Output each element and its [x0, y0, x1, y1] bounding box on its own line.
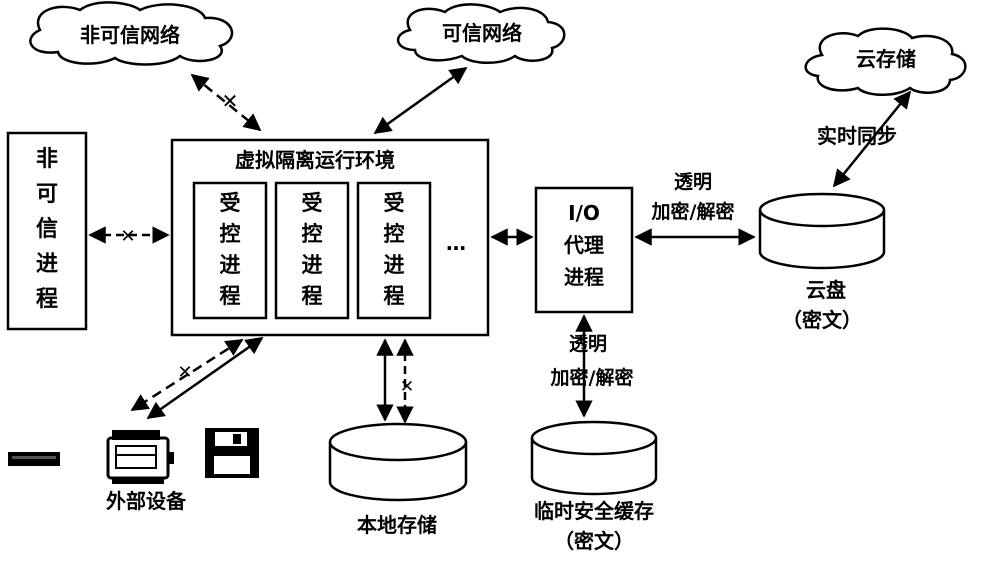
cp3-char-0: 受 [384, 191, 405, 215]
untrusted-process-char-0: 非 [36, 147, 58, 172]
cp3-char-2: 进 [384, 253, 405, 277]
cloud-disk-cylinder [758, 192, 886, 270]
cp1-char-0: 受 [220, 191, 241, 215]
cloud-storage-label: 云存储 [856, 47, 916, 71]
arrow-cloud-disk-storage [832, 90, 912, 188]
external-devices-label: 外部设备 [106, 489, 187, 513]
printer-icon [106, 430, 174, 484]
io-proxy-line3: 进程 [564, 265, 604, 289]
temp-cache-cylinder [530, 420, 658, 496]
block-mark-icon: ✕ [222, 89, 239, 113]
controlled-process-1: 受 控 进 程 [192, 181, 268, 320]
io-proxy-process-box: I/O 代理 进程 [534, 186, 634, 314]
usb-drive-icon [8, 452, 60, 466]
arrow-env-external-blocked: ✕ [130, 338, 244, 412]
cp1-char-3: 程 [220, 284, 241, 308]
more-processes-ellipsis: … [446, 231, 466, 255]
encrypt-decrypt-label-bottom: 加密/解密 [550, 366, 634, 389]
arrow-env-local-storage-blocked: ✕ [396, 338, 414, 424]
arrow-untrusted-network-blocked: ✕ [190, 73, 262, 132]
untrusted-process-char-4: 程 [36, 287, 58, 312]
cp3-char-3: 程 [384, 284, 405, 308]
untrusted-process-char-2: 信 [36, 216, 58, 242]
untrusted-process-char-1: 可 [36, 182, 58, 207]
transparent-label-bottom: 透明 [569, 333, 607, 355]
untrusted-process-box: 非 可 信 进 程 [6, 131, 88, 331]
io-proxy-line1: I/O [568, 201, 600, 225]
cloud-untrusted-network: 非可信网络 [29, 1, 234, 66]
local-storage-label: 本地存储 [357, 513, 437, 537]
block-mark-icon: ✕ [400, 377, 414, 397]
temp-cache-label: 临时安全缓存 [534, 499, 654, 523]
cloud-trusted-network: 可信网络 [397, 3, 566, 64]
cp2-char-2: 进 [302, 253, 323, 277]
arrow-trusted-network [373, 66, 468, 135]
cloud-cloud-storage: 云存储 [804, 27, 967, 96]
temp-cache-ciphertext-label: （密文） [554, 529, 634, 553]
cloud-disk-ciphertext-label: （密文） [782, 308, 862, 332]
cp3-char-1: 控 [384, 222, 405, 246]
cloud-disk-label: 云盘 [806, 278, 846, 302]
arrow-env-external [146, 336, 264, 420]
controlled-process-3: 受 控 进 程 [356, 181, 432, 320]
realtime-sync-label: 实时同步 [817, 124, 897, 148]
cp1-char-2: 进 [220, 253, 241, 277]
encrypt-decrypt-label-top: 加密/解密 [651, 200, 735, 223]
arrow-untrusted-process-blocked: ✕ [88, 226, 170, 247]
block-mark-icon: ✕ [177, 362, 192, 383]
untrusted-process-char-3: 进 [36, 252, 58, 277]
virtual-env-title: 虚拟隔离运行环境 [235, 148, 395, 172]
untrusted-network-label: 非可信网络 [80, 23, 180, 47]
io-proxy-line2: 代理 [563, 233, 604, 257]
trusted-network-label: 可信网络 [442, 21, 522, 45]
cp2-char-0: 受 [302, 191, 323, 215]
cp2-char-3: 程 [302, 284, 323, 308]
block-mark-icon: ✕ [120, 226, 135, 247]
transparent-label-top: 透明 [674, 171, 712, 193]
floppy-disk-icon [205, 428, 259, 478]
local-storage-cylinder [328, 422, 468, 502]
virtual-isolation-environment: 虚拟隔离运行环境 受 控 进 程 受 控 进 程 受 控 进 程 … [170, 138, 490, 337]
cp2-char-1: 控 [302, 222, 323, 246]
cp1-char-1: 控 [220, 222, 241, 246]
controlled-process-2: 受 控 进 程 [274, 181, 350, 320]
